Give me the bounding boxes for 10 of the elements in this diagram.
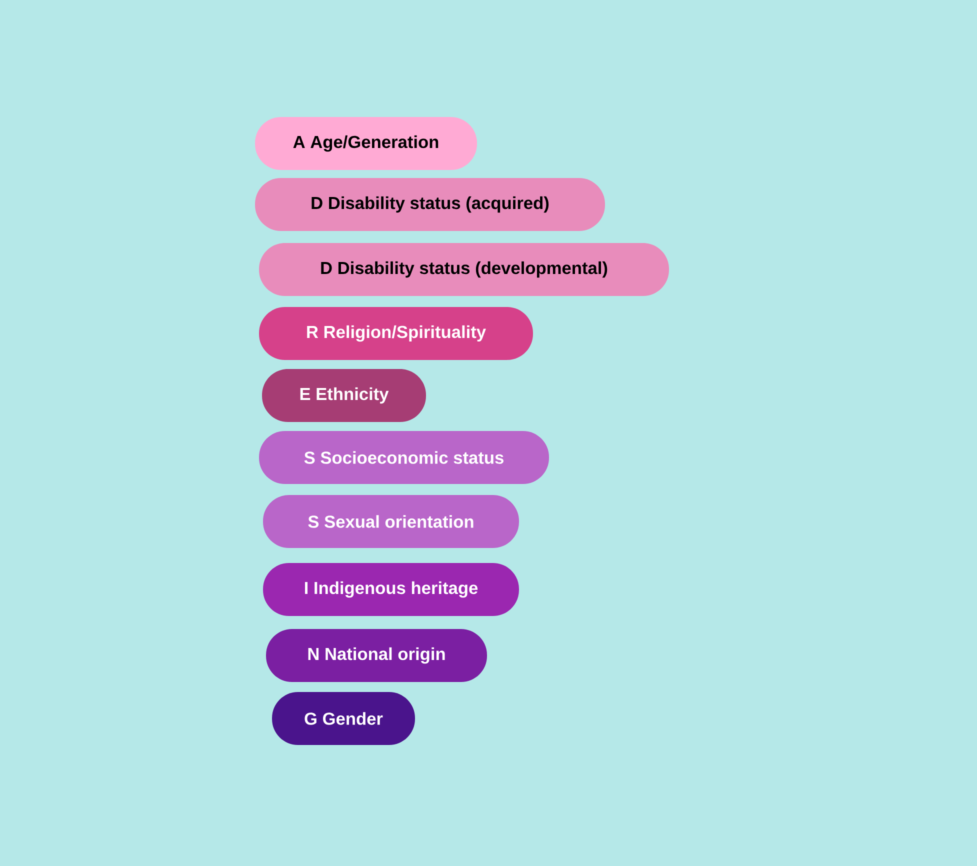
category-pill: A Age/Generation bbox=[255, 117, 477, 170]
category-pill: S Socioeconomic status bbox=[259, 431, 549, 484]
category-pill: R Religion/Spirituality bbox=[259, 307, 533, 360]
category-pill: N National origin bbox=[266, 629, 487, 682]
category-pill: D Disability status (acquired) bbox=[255, 178, 605, 231]
category-pill: S Sexual orientation bbox=[263, 495, 519, 548]
category-pill: D Disability status (developmental) bbox=[259, 243, 669, 296]
category-pill: E Ethnicity bbox=[262, 369, 426, 422]
category-pill: I Indigenous heritage bbox=[263, 563, 519, 616]
category-pill: G Gender bbox=[272, 692, 415, 745]
